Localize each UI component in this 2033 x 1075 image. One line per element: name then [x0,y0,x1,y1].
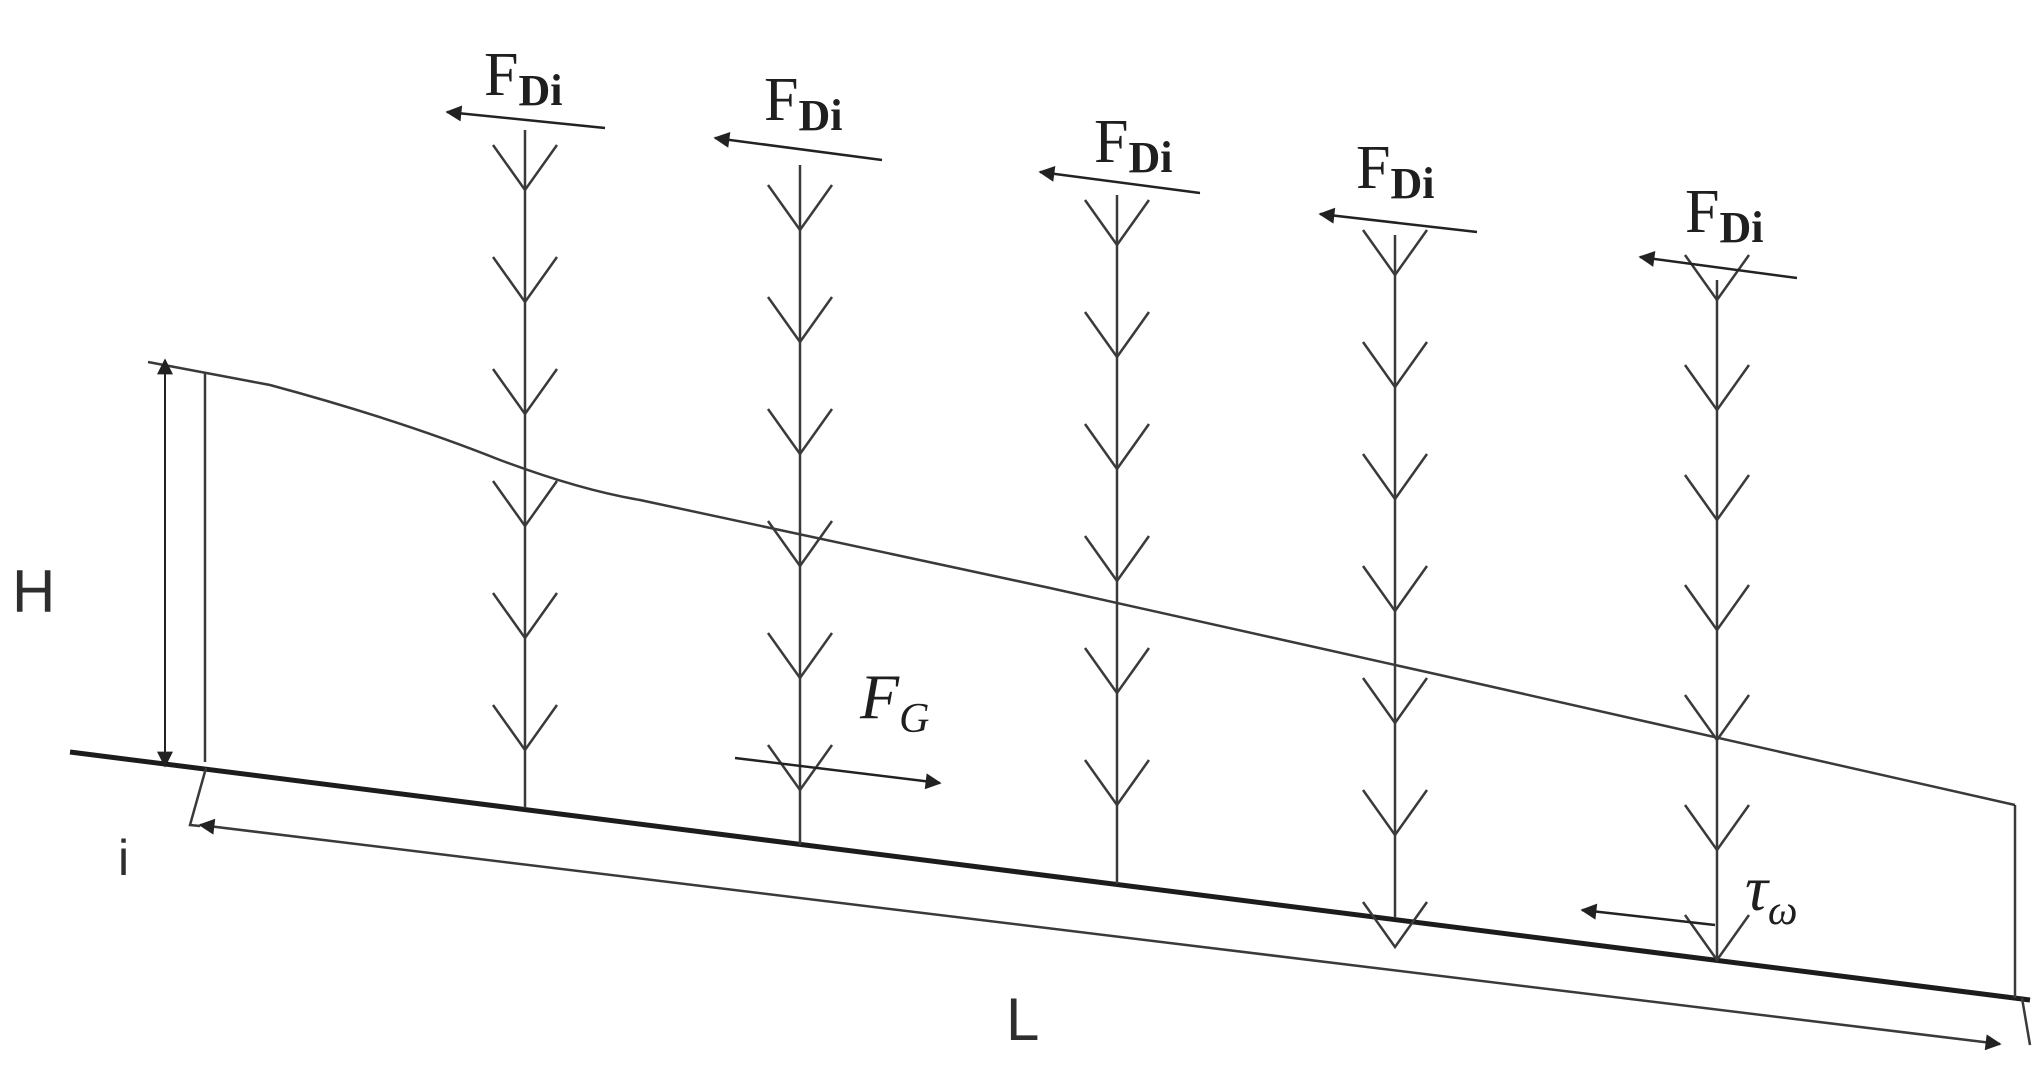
length-dimension-left-tick [188,767,208,828]
stem-chevron [1361,229,1429,278]
stem-chevron [1083,647,1151,696]
stem-chevron [1361,565,1429,614]
stem-chevron [766,632,834,681]
drag-force-label-subscript: Di [1390,159,1434,208]
stem-chevron [1083,759,1151,808]
vegetation-stem [1083,195,1151,884]
drag-force-label-main: F [484,41,518,109]
channel-bed-line [69,749,2031,1003]
stem-chevron [1083,535,1151,584]
vegetation-stems [491,130,1751,963]
stem-chevron [1683,584,1751,633]
drag-force-arrow [1318,207,1478,234]
drag-force-arrow [1638,250,1798,280]
stem-chevron [1361,789,1429,838]
stem-chevron [1083,199,1151,248]
stem-chevron [491,144,559,193]
stem-chevron [766,184,834,233]
drag-force-label-main: F [1094,108,1128,176]
stem-chevron [1361,453,1429,502]
stem-chevron [1683,694,1751,743]
vegetation-stem [1361,229,1429,950]
drag-force-arrow [445,105,606,130]
vegetation-stem [491,130,559,808]
drag-force-label: FDi [1685,178,1763,252]
drag-force-label-subscript: Di [1719,203,1763,252]
length-dimension-arrow [198,818,2002,1051]
stem-chevron [1361,341,1429,390]
gravity-force-arrow [734,756,942,790]
gravity-force-subscript: G [899,696,929,742]
stem-chevron [1361,677,1429,726]
drag-force-label-main: F [1356,134,1390,202]
stem-chevron [766,296,834,345]
shear-stress-label: τω [1745,853,1798,934]
stem-chevron [1683,804,1751,853]
drag-force-label: FDi [1094,108,1172,182]
stem-chevron [1683,474,1751,523]
length-dimension-right-tick [2020,997,2032,1046]
drag-force-label-subscript: Di [798,91,842,140]
shear-stress-subscript: ω [1768,888,1798,934]
gravity-force-label: FG [859,661,929,742]
drag-force-label-main: F [1685,178,1719,246]
drag-force-arrow [1038,165,1201,195]
stem-chevron [766,408,834,457]
shear-stress-arrow [1580,903,1716,927]
drag-force-arrow [713,131,883,162]
water-surface-line [147,360,2016,807]
stem-chevron [491,368,559,417]
drag-force-label-subscript: Di [518,66,562,115]
drag-force-label: FDi [484,41,562,115]
length-label: L [1006,986,1039,1053]
stem-chevron [1683,364,1751,413]
slope-label: i [118,830,129,886]
stem-chevron [491,592,559,641]
stem-chevron [766,520,834,569]
drag-force-label-main: F [764,66,798,134]
drag-force-label: FDi [1356,134,1434,208]
stem-chevron [1361,901,1429,950]
stem-chevron [491,480,559,529]
vegetation-stem [1683,254,1751,963]
stem-chevron [491,704,559,753]
depth-label: H [12,558,55,625]
stem-chevron [766,744,834,793]
drag-force-label-subscript: Di [1128,133,1172,182]
drag-force-label: FDi [764,66,842,140]
stem-chevron [1683,914,1751,963]
stem-chevron [1083,423,1151,472]
stem-chevron [1083,311,1151,360]
vegetation-stem [766,165,834,845]
stem-chevron [491,256,559,305]
